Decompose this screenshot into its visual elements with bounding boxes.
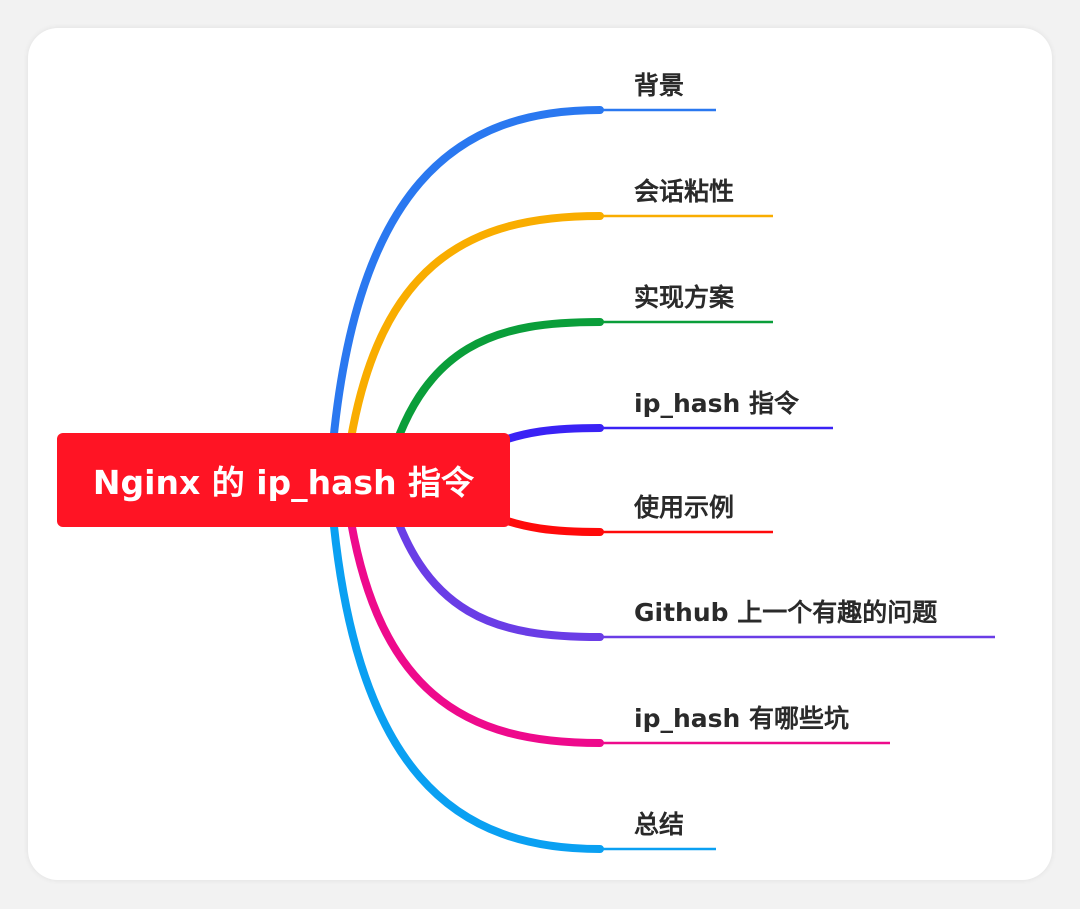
root-node[interactable]: Nginx 的 ip_hash 指令 xyxy=(57,433,510,527)
branch-node[interactable]: 会话粘性 xyxy=(634,177,735,206)
branch-curve xyxy=(341,212,604,484)
branch-node[interactable]: 总结 xyxy=(634,810,685,839)
branch-node[interactable]: 背景 xyxy=(634,71,685,100)
branch-node[interactable]: ip_hash 有哪些坑 xyxy=(634,704,850,733)
branch-curve xyxy=(326,476,604,853)
branch-curve xyxy=(326,106,604,484)
branch-node[interactable]: ip_hash 指令 xyxy=(634,389,800,418)
branch-curve xyxy=(381,318,604,484)
branch-node[interactable]: 实现方案 xyxy=(634,283,735,312)
root-node-label: Nginx 的 ip_hash 指令 xyxy=(92,463,475,502)
branch-curve xyxy=(381,476,604,641)
branch-node[interactable]: Github 上一个有趣的问题 xyxy=(634,598,938,627)
branch-node[interactable]: 使用示例 xyxy=(634,493,735,522)
branch-curve xyxy=(341,476,604,747)
